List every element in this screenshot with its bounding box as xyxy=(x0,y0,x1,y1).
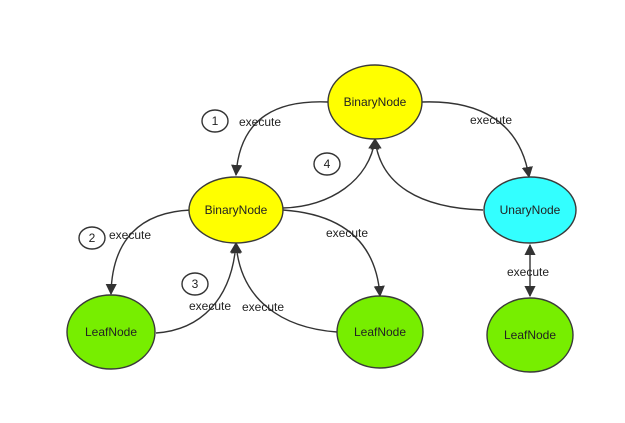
node-label-binary-mid: BinaryNode xyxy=(205,203,268,217)
node-label-leaf-mid: LeafNode xyxy=(354,325,406,339)
edge-top-to-mid xyxy=(231,101,329,177)
edge-unary-to-top xyxy=(370,137,484,211)
node-label-binary-top: BinaryNode xyxy=(344,95,407,109)
edge-top-to-unary xyxy=(421,101,533,179)
edge-mid-to-top xyxy=(282,137,380,209)
step-label-3: 3 xyxy=(192,277,199,291)
node-unary: UnaryNode xyxy=(483,176,577,244)
edge-label-mid-to-leaf-mid: execute xyxy=(326,226,368,240)
node-shape-leaf-left xyxy=(66,294,156,370)
step-label-1: 1 xyxy=(212,114,219,128)
node-label-leaf-right: LeafNode xyxy=(504,328,556,342)
step-label-2: 2 xyxy=(89,231,96,245)
node-leaf-left: LeafNode xyxy=(66,294,156,370)
node-shape-leaf-mid xyxy=(336,295,424,369)
step-marker-1: 1 xyxy=(201,109,229,133)
edge-label-top-to-mid: execute xyxy=(239,115,281,129)
node-binary-top: BinaryNode xyxy=(327,64,423,140)
edge-leaf-left-to-mid xyxy=(155,241,241,334)
edge-label-top-to-unary: execute xyxy=(470,113,512,127)
edge-label-mid-to-leaf-left: execute xyxy=(109,228,151,242)
node-leaf-mid: LeafNode xyxy=(336,295,424,369)
node-shape-binary-mid xyxy=(188,176,284,244)
node-shape-leaf-right xyxy=(486,297,574,373)
node-binary-mid: BinaryNode xyxy=(188,176,284,244)
step-marker-2: 2 xyxy=(78,226,106,250)
edge-label-leaf-left-to-mid: execute xyxy=(189,299,231,313)
step-marker-4: 4 xyxy=(313,152,341,176)
node-label-leaf-left: LeafNode xyxy=(85,325,137,339)
node-label-unary: UnaryNode xyxy=(500,203,561,217)
edge-mid-to-leaf-left xyxy=(105,209,192,296)
node-shape-binary-top xyxy=(327,64,423,140)
node-shape-unary xyxy=(483,176,577,244)
node-leaf-right: LeafNode xyxy=(486,297,574,373)
edge-label-unary-leaf-right: execute xyxy=(507,265,549,279)
edge-label-leaf-mid-to-mid: execute xyxy=(242,300,284,314)
edge-mid-to-leaf-mid xyxy=(282,209,385,298)
step-marker-3: 3 xyxy=(181,272,209,296)
edge-leaf-mid-to-mid xyxy=(231,241,338,333)
step-label-4: 4 xyxy=(324,157,331,171)
